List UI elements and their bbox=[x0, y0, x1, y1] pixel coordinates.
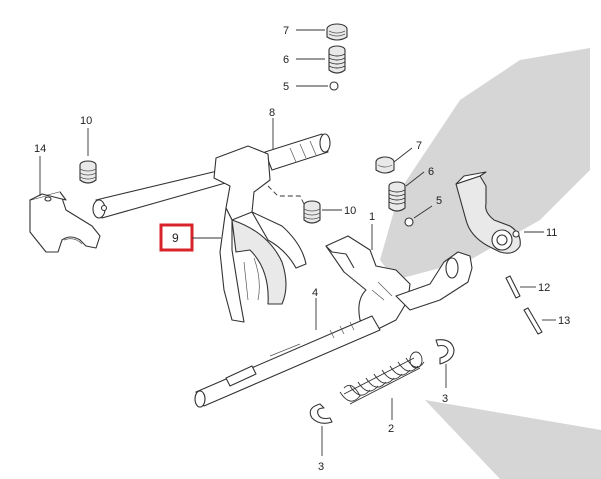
shift-fork-9[interactable] bbox=[213, 145, 307, 323]
callout-9-highlight[interactable]: 9 bbox=[159, 223, 221, 252]
circlip-3-right[interactable] bbox=[435, 339, 455, 365]
callout-8: 8 bbox=[269, 107, 275, 119]
callout-7-top: 7 bbox=[283, 25, 289, 37]
callout-5-middle: 5 bbox=[436, 195, 442, 207]
shift-fork-1[interactable] bbox=[325, 235, 473, 331]
shift-block-14[interactable] bbox=[29, 191, 101, 253]
background-wedge-lower bbox=[425, 400, 601, 479]
callout-2: 2 bbox=[388, 423, 394, 435]
callout-14: 14 bbox=[34, 143, 46, 155]
callout-4: 4 bbox=[312, 287, 318, 299]
callout-3-right: 3 bbox=[442, 393, 448, 405]
shift-lever-11[interactable] bbox=[455, 171, 521, 254]
callout-6-top: 6 bbox=[283, 54, 289, 66]
callout-3-left: 3 bbox=[318, 461, 324, 473]
callout-12: 12 bbox=[538, 282, 550, 294]
callout-6-middle: 6 bbox=[428, 166, 434, 178]
detent-spring-middle[interactable] bbox=[388, 181, 406, 212]
lock-screw-left[interactable] bbox=[79, 160, 97, 184]
circlip-3-left[interactable] bbox=[309, 403, 333, 424]
callout-1: 1 bbox=[369, 211, 375, 223]
detent-ball-top[interactable] bbox=[329, 81, 339, 91]
callout-10-right: 10 bbox=[344, 205, 356, 217]
shift-rod-upper[interactable] bbox=[92, 133, 331, 219]
pin-13[interactable] bbox=[523, 307, 543, 335]
detent-plug-top[interactable] bbox=[326, 23, 348, 41]
callout-5-top: 5 bbox=[283, 81, 289, 93]
callout-9: 9 bbox=[172, 231, 179, 245]
background-wedge-upper bbox=[380, 48, 590, 280]
callout-7-middle: 7 bbox=[416, 140, 422, 152]
lock-screw-right[interactable] bbox=[303, 200, 321, 224]
callout-13: 13 bbox=[558, 315, 570, 327]
detent-plug-middle[interactable] bbox=[375, 156, 395, 174]
compression-spring-2[interactable] bbox=[339, 351, 425, 405]
callout-11: 11 bbox=[546, 227, 557, 239]
detent-ball-middle[interactable] bbox=[404, 217, 414, 227]
shift-rod-lower[interactable] bbox=[194, 315, 381, 408]
callout-10-left: 10 bbox=[80, 115, 92, 127]
detent-spring-top[interactable] bbox=[328, 45, 346, 74]
pin-12[interactable] bbox=[505, 275, 521, 299]
